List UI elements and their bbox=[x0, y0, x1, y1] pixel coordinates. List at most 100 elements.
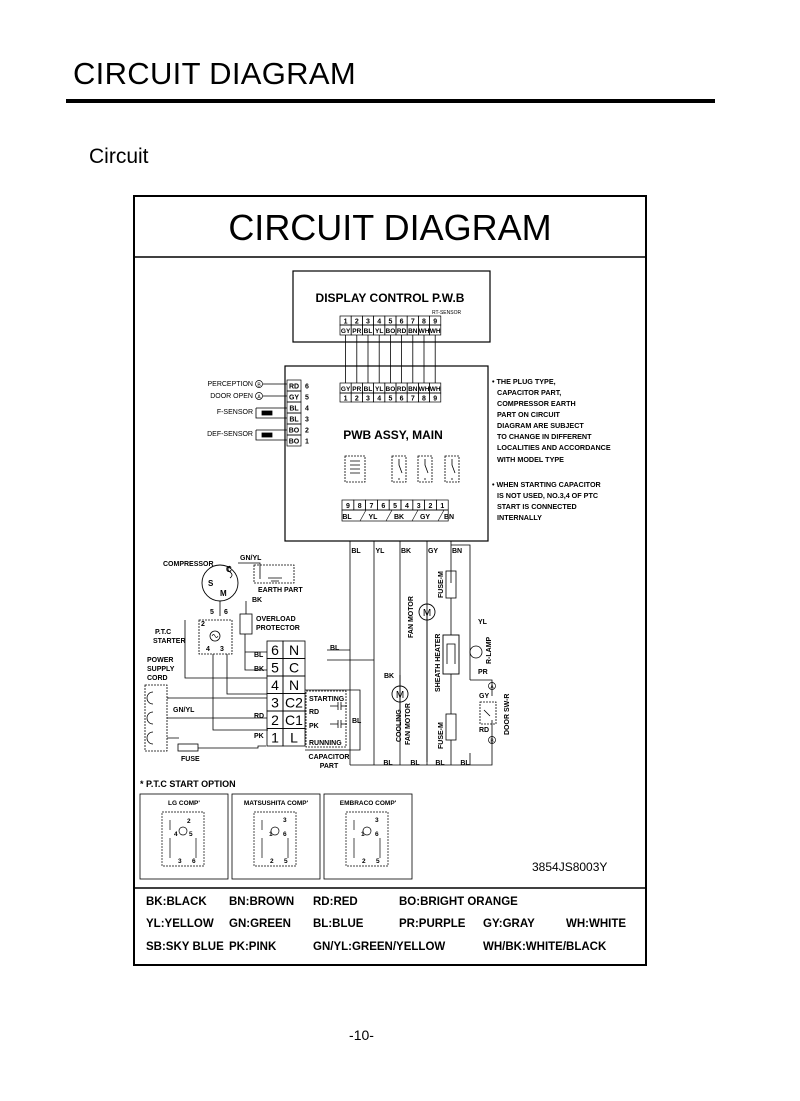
legend-entry: BK:BLACK bbox=[146, 896, 207, 908]
main-bottom-pin: 9 bbox=[346, 503, 350, 510]
svg-text:SHEATH HEATER: SHEATH HEATER bbox=[435, 634, 442, 692]
svg-text:DOOR SW-R: DOOR SW-R bbox=[504, 694, 511, 735]
ptc-option-name: LG COMP' bbox=[168, 800, 200, 807]
display-pin: 8 bbox=[422, 319, 426, 326]
svg-text:BL: BL bbox=[254, 652, 264, 659]
ptc-option-pin: 2 bbox=[362, 858, 366, 865]
svg-text:R-LAMP: R-LAMP bbox=[486, 636, 493, 664]
svg-text:P.T.C: P.T.C bbox=[155, 629, 171, 636]
wire-label: BN bbox=[452, 548, 462, 555]
return-wire-label: BL bbox=[383, 760, 393, 767]
ptc-option-pin: 6 bbox=[283, 831, 287, 838]
sensor-pin: 1 bbox=[305, 439, 309, 446]
legend-entry: SB:SKY BLUE bbox=[146, 941, 224, 953]
svg-text:RD: RD bbox=[254, 713, 264, 720]
ptc-option-pin: 5 bbox=[189, 831, 193, 838]
diagram-title: CIRCUIT DIAGRAM bbox=[228, 207, 551, 248]
main-top-color: YL bbox=[375, 386, 383, 393]
display-pin: 6 bbox=[400, 319, 404, 326]
ptc-option-name: MATSUSHITA COMP' bbox=[244, 800, 309, 807]
cooling-fan-motor: M COOLING FAN MOTOR BK bbox=[384, 673, 412, 745]
svg-text:PR: PR bbox=[478, 669, 488, 676]
def-sensor-label: DEF-SENSOR bbox=[207, 431, 253, 438]
relay-group bbox=[344, 455, 460, 483]
sensor-color: GY bbox=[289, 395, 299, 402]
power-supply-cord: POWER SUPPLY CORD GN/YL FUSE bbox=[144, 657, 200, 763]
svg-text:RUNNING: RUNNING bbox=[309, 740, 342, 747]
main-top-color: PR bbox=[352, 386, 361, 393]
main-top-color: BN bbox=[408, 386, 418, 393]
terminal-number: 5 bbox=[271, 660, 279, 676]
svg-text:A: A bbox=[490, 685, 494, 691]
note-line: START IS CONNECTED bbox=[497, 502, 577, 511]
note-line: LOCALITIES AND ACCORDANCE bbox=[497, 443, 611, 452]
fan-motor-label: FAN MOTOR bbox=[408, 596, 415, 638]
svg-text:OVERLOAD: OVERLOAD bbox=[256, 616, 296, 623]
main-bottom-color: BN bbox=[444, 514, 454, 521]
ptc-option-pin: 5 bbox=[376, 858, 380, 865]
note-line: WITH MODEL TYPE bbox=[497, 455, 564, 464]
main-bottom-pin: 1 bbox=[440, 503, 444, 510]
legend-entry: RD:RED bbox=[313, 896, 358, 908]
display-color: BO bbox=[386, 328, 396, 335]
sensor-pin: 2 bbox=[305, 428, 309, 435]
svg-text:2: 2 bbox=[201, 621, 205, 628]
main-bottom-pin: 6 bbox=[381, 503, 385, 510]
sensor-pin: 4 bbox=[305, 406, 309, 413]
wire-label: BK bbox=[401, 548, 411, 555]
svg-text:4: 4 bbox=[206, 646, 210, 653]
terminal-letter: L bbox=[290, 730, 298, 746]
svg-text:FUSE-M: FUSE-M bbox=[438, 571, 445, 598]
svg-text:FAN MOTOR: FAN MOTOR bbox=[405, 703, 412, 745]
display-color: GY bbox=[341, 328, 351, 335]
svg-text:C: C bbox=[226, 565, 232, 574]
r-lamp: R-LAMP YL PR bbox=[469, 619, 493, 676]
marker-b: B bbox=[257, 383, 261, 389]
ptc-option-pin: 6 bbox=[192, 858, 196, 865]
main-top-pin: 9 bbox=[433, 396, 437, 403]
svg-text:5: 5 bbox=[210, 609, 214, 616]
rt-sensor-label: RT-SENSOR bbox=[432, 310, 461, 316]
note-line: PART ON CIRCUIT bbox=[497, 410, 561, 419]
main-bottom-color: BL bbox=[342, 514, 352, 521]
svg-text:PK: PK bbox=[309, 723, 319, 730]
main-bottom-pin: 8 bbox=[358, 503, 362, 510]
compressor: COMPRESSOR GN/YL C S M EARTH PART BK bbox=[163, 555, 303, 604]
svg-text:COOLING: COOLING bbox=[396, 709, 403, 742]
terminal-number: 3 bbox=[271, 695, 279, 711]
legend-entry: YL:YELLOW bbox=[146, 918, 214, 930]
ptc-option-pin: 4 bbox=[174, 831, 178, 838]
display-color: YL bbox=[375, 328, 383, 335]
display-pin: 3 bbox=[366, 319, 370, 326]
overload-protector: OVERLOAD PROTECTOR bbox=[239, 613, 300, 635]
display-pin: 4 bbox=[377, 319, 381, 326]
svg-text:GY: GY bbox=[479, 693, 489, 700]
svg-text:BL: BL bbox=[352, 718, 362, 725]
sensor-pin: 3 bbox=[305, 417, 309, 424]
perception-label: PERCEPTION bbox=[207, 381, 253, 388]
sensor-pin: 6 bbox=[305, 384, 309, 391]
ptc-option-pin: 2 bbox=[187, 818, 191, 825]
terminal-letter: C2 bbox=[285, 695, 303, 711]
marker-a: A bbox=[257, 395, 261, 401]
svg-text:YL: YL bbox=[478, 619, 488, 626]
door-switch: A GY RD B DOOR SW-R bbox=[479, 682, 511, 745]
note-line: CAPACITOR PART, bbox=[497, 388, 561, 397]
legend-entry: BO:BRIGHT ORANGE bbox=[399, 896, 518, 908]
wire-label: YL bbox=[376, 548, 386, 555]
return-wire-label: BL bbox=[435, 760, 445, 767]
terminal-number: 4 bbox=[271, 677, 279, 693]
main-top-pin: 7 bbox=[411, 396, 415, 403]
main-bottom-pin: 3 bbox=[417, 503, 421, 510]
main-top-color: BO bbox=[386, 386, 396, 393]
left-wiring bbox=[167, 601, 268, 749]
sensor-color: BO bbox=[289, 439, 300, 446]
ptc-option-pin: 5 bbox=[284, 858, 288, 865]
main-top-color: WH bbox=[430, 386, 441, 393]
main-top-pin: 3 bbox=[366, 396, 370, 403]
